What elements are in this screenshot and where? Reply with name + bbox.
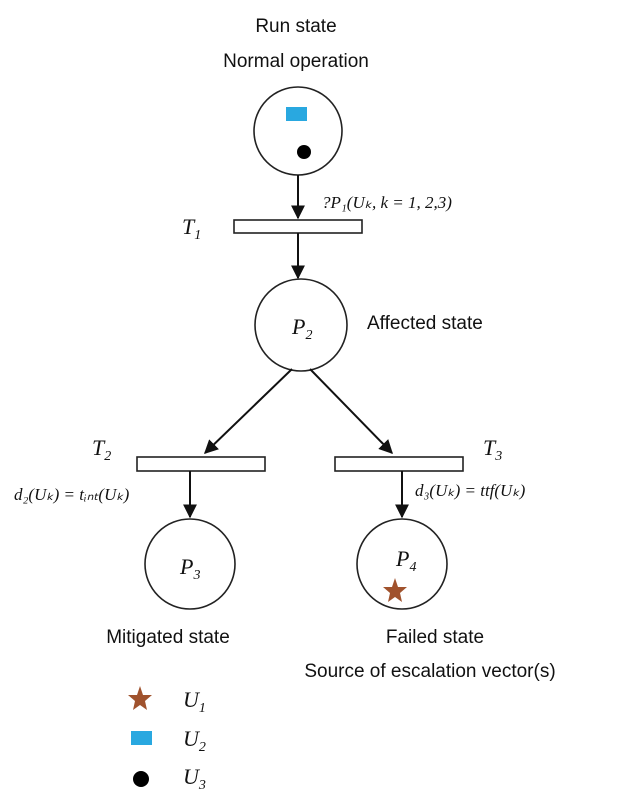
- t2-delay: d₂(Uₖ) = tᵢₙₜ(Uₖ): [14, 485, 130, 504]
- arc-p2-t3: [309, 368, 393, 455]
- place-p2: P2 Affected state: [254, 278, 483, 372]
- run-state-subtitle: Normal operation: [223, 51, 369, 72]
- t3-delay: d₃(Uₖ) = ttf(Uₖ): [415, 481, 526, 500]
- p4-state-label: Failed state: [386, 627, 484, 648]
- t1-label: T1: [182, 214, 201, 243]
- legend-u1-label: U1: [183, 687, 206, 716]
- token-u1-star: [383, 578, 407, 602]
- token-u2-rect: [286, 107, 307, 121]
- p2-state-label: Affected state: [367, 313, 483, 334]
- run-state-title: Run state: [255, 16, 336, 37]
- arc-p2-t2: [203, 368, 293, 454]
- legend-star-icon: [128, 686, 152, 710]
- token-u3-dot: [297, 145, 311, 159]
- legend-u3-label: U3: [183, 764, 206, 793]
- t1-guard: ?P₁(Uₖ, k = 1, 2,3): [322, 193, 452, 212]
- legend-u2-label: U2: [183, 726, 206, 755]
- legend-rect-icon: [131, 731, 152, 745]
- transition-t2: T2 d₂(Uₖ) = tᵢₙₜ(Uₖ): [14, 435, 266, 504]
- transition-t1: T1 ?P₁(Uₖ, k = 1, 2,3): [182, 193, 452, 243]
- legend: U1 U2 U3: [128, 686, 206, 793]
- transition-t3: T3 d₃(Uₖ) = ttf(Uₖ): [334, 435, 526, 500]
- place-p3: P3 Mitigated state: [106, 518, 236, 648]
- t2-label: T2: [92, 435, 111, 464]
- p4-label: P4: [395, 546, 416, 575]
- p3-label: P3: [179, 554, 200, 583]
- p4-state-sublabel: Source of escalation vector(s): [304, 661, 555, 682]
- p3-state-label: Mitigated state: [106, 627, 230, 648]
- legend-dot-icon: [133, 771, 149, 787]
- p2-label: P2: [291, 314, 312, 343]
- t3-label: T3: [483, 435, 502, 464]
- place-p1: [253, 86, 343, 176]
- place-p4: P4 Failed state Source of escalation vec…: [304, 518, 556, 682]
